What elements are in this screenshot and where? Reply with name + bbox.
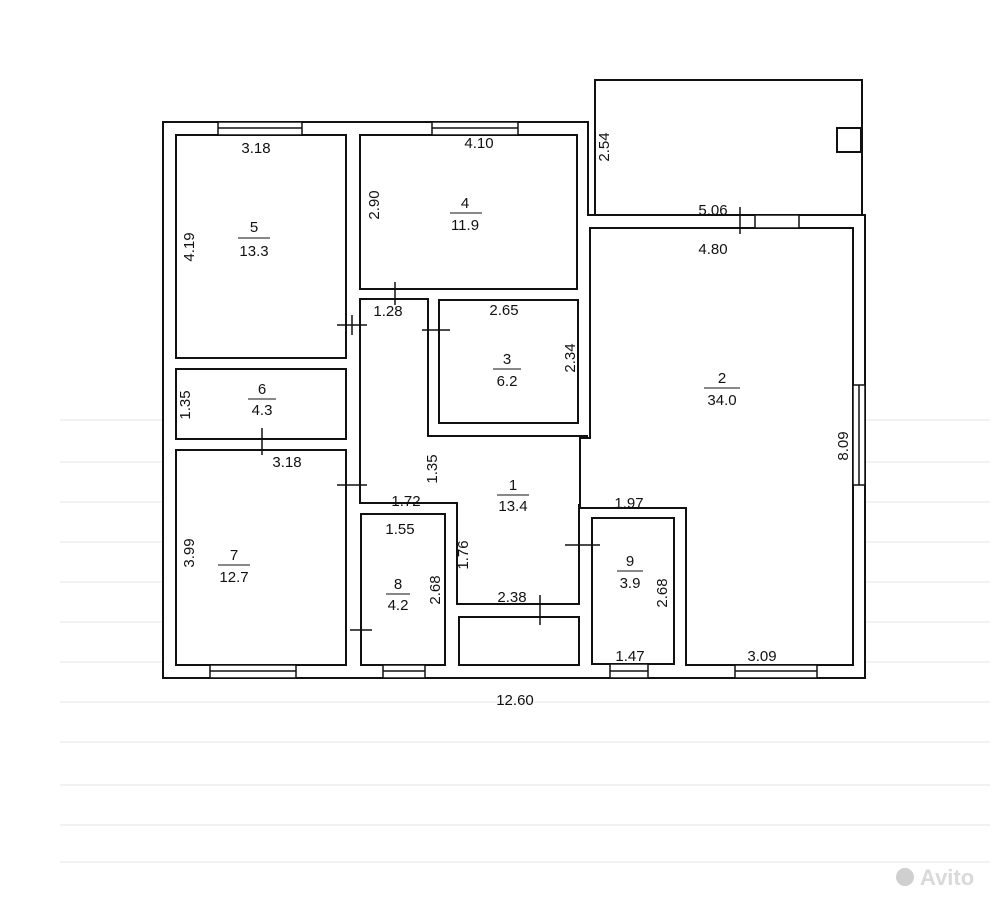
dim-r7-height: 3.99 (181, 538, 198, 567)
dim-r9-width-top: 1.97 (614, 495, 643, 512)
dim-r6-height: 1.35 (177, 390, 194, 419)
room-4-number: 4 (461, 195, 469, 212)
room-2-number: 2 (718, 370, 726, 387)
dim-r8-width: 1.55 (385, 521, 414, 538)
room-4-area: 11.9 (451, 217, 479, 234)
dimension-labels: 3.18 4.19 4.10 2.90 2.54 5.06 4.80 1.28 … (177, 132, 852, 709)
dim-r4-height: 2.90 (366, 190, 383, 219)
dim-r5-height: 4.19 (181, 232, 198, 261)
dim-terrace-side: 2.54 (596, 132, 613, 161)
dim-r1-height: 1.76 (455, 540, 472, 569)
room-7-number: 7 (230, 547, 238, 564)
room-3-label: 3 6.2 (493, 351, 521, 390)
room-9-label: 9 3.9 (617, 553, 643, 592)
dim-r5-width: 3.18 (241, 140, 270, 157)
room-3-area: 6.2 (497, 373, 518, 390)
dim-r7-width: 3.18 (272, 454, 301, 471)
dim-outer-width-top: 5.06 (698, 202, 727, 219)
room-6-number: 6 (258, 381, 266, 398)
room-5-area: 13.3 (239, 243, 268, 260)
windows (209, 121, 866, 679)
dim-r3-height: 2.34 (562, 343, 579, 372)
room-6-area: 4.3 (252, 402, 273, 419)
dim-corridor-width-mid: 1.72 (391, 493, 420, 510)
room-9-area: 3.9 (620, 575, 641, 592)
avito-watermark: Avito (896, 865, 974, 890)
dim-r2-width: 4.80 (698, 241, 727, 258)
dim-r9-width-bottom: 1.47 (615, 648, 644, 665)
room-2-area: 34.0 (707, 392, 736, 409)
dim-r2-width-bottom: 3.09 (747, 648, 776, 665)
dim-r9-height: 2.68 (654, 578, 671, 607)
room-2-label: 2 34.0 (704, 370, 740, 409)
room-1-number: 1 (509, 477, 517, 494)
room-7-label: 7 12.7 (218, 547, 250, 586)
room-3-number: 3 (503, 351, 511, 368)
terrace (594, 79, 863, 215)
door-marks (261, 207, 741, 631)
room-5-label: 5 13.3 (238, 219, 270, 260)
dim-total-width: 12.60 (496, 692, 534, 709)
room-9-number: 9 (626, 553, 634, 570)
dim-r3-width: 2.65 (489, 302, 518, 319)
room-8-area: 4.2 (388, 597, 409, 614)
dim-r8-height: 2.68 (427, 575, 444, 604)
room-1-label: 1 13.4 (497, 477, 529, 515)
dim-r2-height: 8.09 (835, 431, 852, 460)
dim-r4-width: 4.10 (464, 135, 493, 152)
room-1-area: 13.4 (498, 498, 527, 515)
room-6-label: 6 4.3 (248, 381, 276, 419)
room-8-number: 8 (394, 576, 402, 593)
room-4-label: 4 11.9 (450, 195, 482, 234)
dim-corridor-height: 1.35 (424, 454, 441, 483)
room-8-label: 8 4.2 (386, 576, 410, 614)
dim-corridor-width-lower: 2.38 (497, 589, 526, 606)
room-5-number: 5 (250, 219, 258, 236)
room-7-area: 12.7 (219, 569, 248, 586)
room-labels: 5 13.3 4 11.9 3 6.2 2 34.0 6 4.3 1 13.4 (218, 195, 740, 614)
dim-corridor-width-upper: 1.28 (373, 303, 402, 320)
watermark-text: Avito (920, 865, 974, 890)
